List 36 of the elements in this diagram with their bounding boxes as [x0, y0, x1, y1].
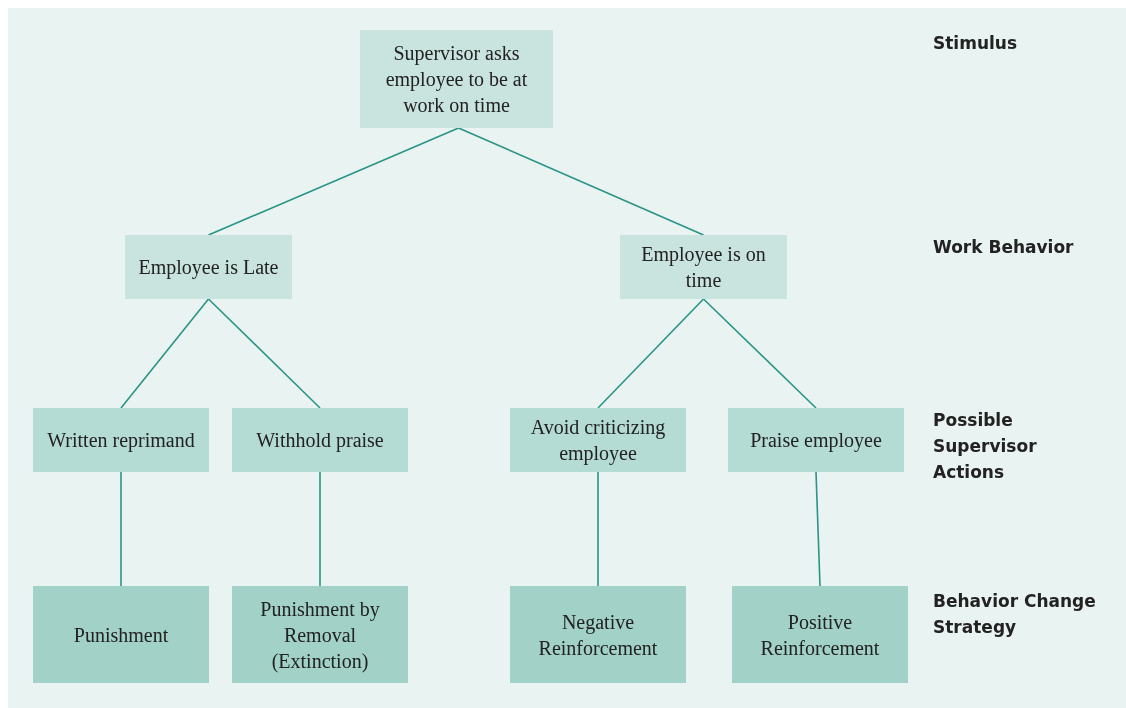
connector-line	[207, 127, 460, 236]
box-label: Withhold praise	[256, 428, 384, 453]
process-box	[232, 408, 408, 472]
connector-line	[815, 471, 821, 587]
process-box	[33, 586, 209, 683]
box-label: Praise employee	[750, 428, 882, 453]
connector-line	[597, 471, 599, 587]
connector-line	[207, 298, 321, 409]
box-label: Punishment by Removal (Extinction)	[259, 596, 381, 674]
connector-line	[702, 298, 817, 409]
box-label: Punishment	[73, 622, 169, 648]
process-box	[732, 586, 908, 683]
connector-line	[597, 298, 705, 409]
connector-line	[120, 471, 122, 587]
level-label: Work Behavior	[933, 236, 1075, 259]
process-box	[360, 30, 553, 128]
level-label: Behavior Change Strategy	[933, 590, 1097, 639]
box-label: Employee is Late	[138, 255, 279, 280]
process-box	[232, 586, 408, 683]
box-label: Positive Reinforcement	[759, 609, 881, 661]
process-box	[125, 235, 292, 299]
box-label: Supervisor asks employee to be at work on time	[384, 41, 529, 118]
box-label: Written reprimand	[47, 428, 195, 453]
level-label: Stimulus	[933, 32, 1019, 55]
process-box	[728, 408, 904, 472]
connector-line	[457, 127, 705, 236]
box-label: Employee is on time	[640, 242, 767, 293]
level-label: Possible Supervisor Actions	[933, 409, 1038, 484]
box-label: Negative Reinforcement	[537, 609, 659, 661]
box-label: Avoid criticizing employee	[529, 415, 667, 466]
connector-line	[319, 471, 321, 587]
process-box	[620, 235, 787, 299]
process-box	[33, 408, 209, 472]
process-box	[510, 586, 686, 683]
process-box	[510, 408, 686, 472]
connector-line	[120, 298, 210, 409]
